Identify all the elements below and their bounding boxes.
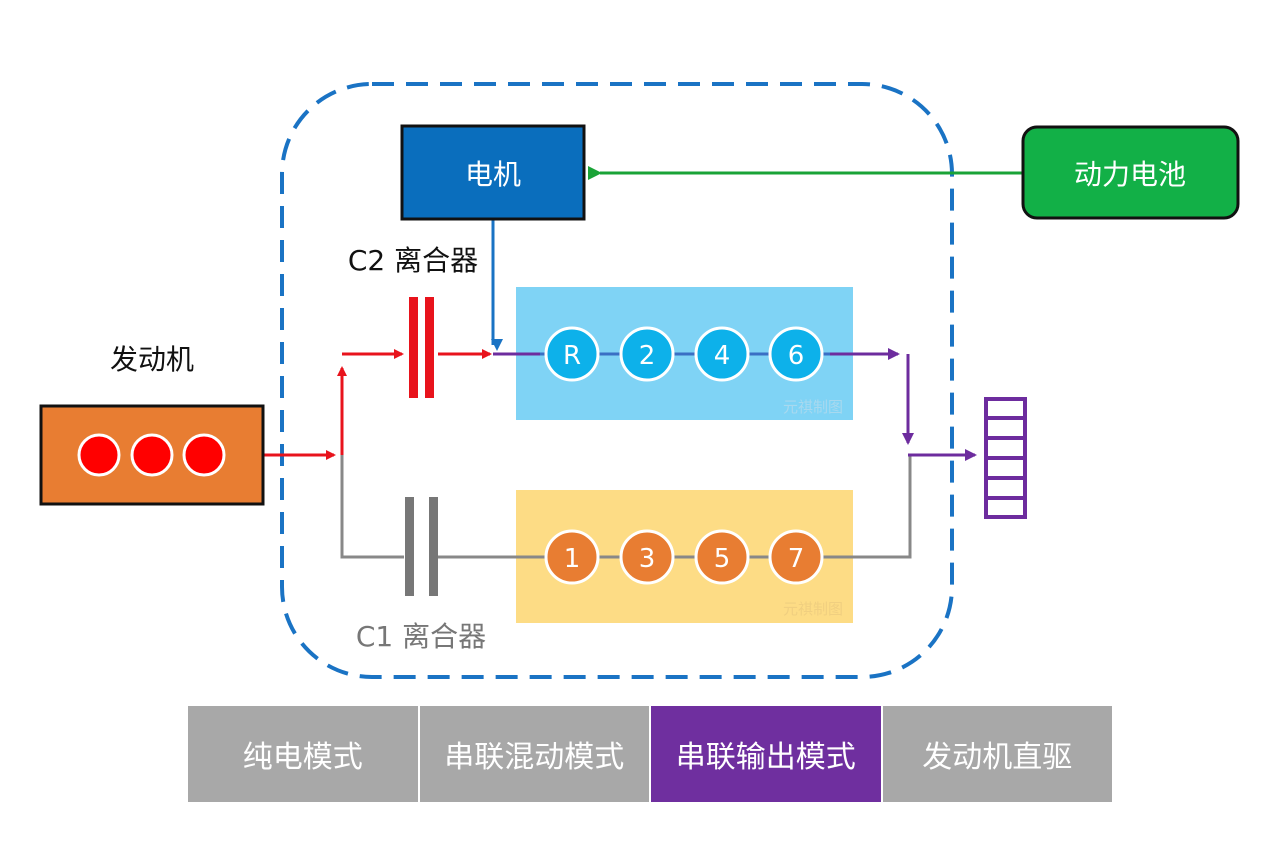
c1-clutch-plate-left [405, 497, 414, 596]
even-gear-1-label: R [563, 341, 581, 371]
odd-gear-4: 7 [768, 529, 824, 585]
mode-tab-pure-electric[interactable]: 纯电模式 [188, 706, 420, 802]
even-gear-1: R [544, 326, 600, 382]
even-gear-2: 2 [619, 326, 675, 382]
odd-gear-3-label: 5 [714, 544, 731, 574]
c1-clutch-plate-right [429, 497, 438, 596]
odd-gear-1: 1 [544, 529, 600, 585]
engine-to-c1-line [340, 455, 404, 559]
mode-selector: 纯电模式 串联混动模式 串联输出模式 发动机直驱 [188, 706, 1112, 802]
even-gear-4-label: 6 [788, 341, 805, 371]
even-gear-4: 6 [768, 326, 824, 382]
odd-gear-4-label: 7 [788, 544, 805, 574]
mode-tab-engine-direct-drive[interactable]: 发动机直驱 [882, 706, 1112, 802]
c1-clutch-label: C1 离合器 [356, 620, 486, 653]
odd-gear-2: 3 [619, 529, 675, 585]
battery-label: 动力电池 [1074, 158, 1186, 191]
c2-clutch-plate-left [409, 297, 418, 398]
watermark-even: 元祺制图 [783, 398, 843, 416]
motor-block [400, 124, 586, 221]
mode-tab-series-hybrid[interactable]: 串联混动模式 [419, 706, 651, 802]
engine-label: 发动机 [110, 343, 194, 376]
even-gear-2-label: 2 [639, 341, 656, 371]
watermark-odd: 元祺制图 [783, 600, 843, 618]
odd-gear-3: 5 [694, 529, 750, 585]
even-gear-3: 4 [694, 326, 750, 382]
mode-tab-series-hybrid-label: 串联混动模式 [444, 740, 625, 775]
engine-cylinder-2 [130, 433, 174, 477]
battery-block [1021, 125, 1240, 220]
mode-tab-series-output[interactable]: 串联输出模式 [651, 706, 883, 802]
mode-tab-engine-direct-drive-label: 发动机直驱 [922, 740, 1073, 775]
odd-gear-1-label: 1 [564, 544, 581, 574]
transmission-boundary [280, 82, 954, 679]
odd-gear-2-label: 3 [639, 544, 656, 574]
output-gear-stack [984, 397, 1027, 519]
mode-tab-series-output-label: 串联输出模式 [675, 740, 856, 775]
even-gear-3-label: 4 [714, 341, 731, 371]
mode-tab-pure-electric-label: 纯电模式 [242, 740, 363, 775]
c2-clutch-plate-right [425, 297, 434, 398]
motor-label: 电机 [465, 158, 521, 191]
engine-cylinder-1 [77, 433, 121, 477]
c2-clutch-label: C2 离合器 [348, 244, 478, 277]
dct-hybrid-diagram: 元祺制图 元祺制图 [39, 82, 1240, 679]
engine-cylinder-3 [182, 433, 226, 477]
